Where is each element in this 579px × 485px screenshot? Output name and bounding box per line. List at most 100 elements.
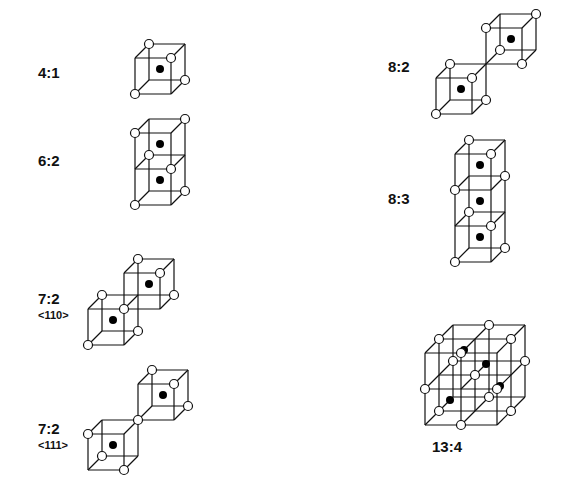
cube-edge: [102, 330, 138, 331]
lattice-atom: [432, 110, 441, 119]
cube-edge: [469, 211, 505, 212]
cube-edge: [439, 374, 475, 375]
interstitial-atom: [457, 85, 465, 93]
cube-edge: [102, 419, 138, 420]
cube-edge: [170, 133, 171, 169]
cube-edge: [521, 28, 522, 64]
cube-edge: [149, 190, 185, 191]
lattice-atom: [482, 96, 491, 105]
cube-edge: [159, 273, 160, 309]
cube-edge: [454, 190, 455, 226]
cube-edge: [468, 140, 469, 176]
cube-edge: [490, 190, 491, 226]
lattice-atom: [131, 201, 140, 210]
lattice-atom: [487, 222, 496, 231]
cube-edge: [137, 259, 138, 295]
cluster-label: 8:3: [388, 190, 410, 207]
cube-edge: [475, 338, 511, 339]
lattice-atom: [181, 76, 190, 85]
lattice-atom: [134, 327, 143, 336]
interstitial-atom: [156, 140, 164, 148]
cube-edge: [101, 295, 102, 331]
cube-edge: [137, 384, 138, 420]
lattice-atom: [468, 74, 477, 83]
cube-edge: [148, 44, 149, 80]
cube-edge: [524, 361, 525, 397]
cube-edge: [425, 352, 461, 353]
cube-edge: [88, 344, 124, 345]
cube-edge: [438, 375, 439, 411]
cube-edge: [184, 44, 185, 80]
cube-edge: [134, 133, 135, 169]
cube-edge: [439, 338, 475, 339]
lattice-atom: [435, 407, 444, 416]
cube-edge: [138, 419, 174, 420]
lattice-atom: [167, 165, 176, 174]
interstitial-atom: [156, 65, 164, 73]
cube-edge: [468, 212, 469, 248]
cube-edge: [474, 375, 475, 411]
cube-edge: [504, 140, 505, 176]
cluster-label: <110>: [38, 309, 69, 321]
cube-edge: [135, 132, 171, 133]
cube-edge: [424, 353, 425, 389]
lattice-atom: [181, 187, 190, 196]
lattice-atom: [501, 244, 510, 253]
lattice-atom: [451, 258, 460, 267]
cube-edge: [173, 384, 174, 420]
cube-edge: [489, 360, 525, 361]
lattice-atom: [521, 357, 530, 366]
lattice-atom: [134, 416, 143, 425]
lattice-atom: [148, 366, 157, 375]
lattice-atom: [170, 291, 179, 300]
lattice-atom: [98, 452, 107, 461]
cube-edge: [524, 325, 525, 361]
lattice-atom: [457, 421, 466, 430]
lattice-atom: [532, 10, 541, 19]
cube-edge: [460, 389, 461, 425]
cube-edge: [138, 258, 174, 259]
lattice-atom: [507, 335, 516, 344]
cube-edge: [149, 79, 185, 80]
cube-edge: [475, 410, 511, 411]
cube-edge: [454, 154, 455, 190]
cluster-label: 4:1: [38, 64, 60, 81]
lattice-atom: [131, 90, 140, 99]
cube-edge: [102, 294, 138, 295]
cube-edge: [489, 396, 525, 397]
cube-edge: [435, 78, 436, 114]
cube-edge: [504, 212, 505, 248]
lattice-atom: [501, 172, 510, 181]
lattice-atom: [457, 349, 466, 358]
cube-edge: [450, 99, 486, 100]
cube-edge: [170, 169, 171, 205]
cube-edge: [486, 27, 522, 28]
cube-edge: [138, 294, 174, 295]
cube-edge: [469, 247, 505, 248]
cube-edge: [87, 434, 88, 470]
cube-edge: [151, 370, 152, 406]
cube-edge: [535, 14, 536, 50]
lattice-atom: [507, 407, 516, 416]
cube-edge: [134, 169, 135, 205]
interstitial-atom: [446, 396, 454, 404]
lattice-atom: [131, 129, 140, 138]
cube-edge: [102, 455, 138, 456]
cube-edge: [452, 361, 453, 397]
cube-edge: [88, 308, 124, 309]
cube-edge: [454, 226, 455, 262]
cube-edge: [474, 339, 475, 375]
cube-edge: [449, 64, 450, 100]
cube-edge: [424, 389, 425, 425]
cube-edge: [87, 309, 88, 345]
cube-edge: [490, 154, 491, 190]
cube-edge: [149, 43, 185, 44]
cube-edge: [88, 469, 124, 470]
cube-edge: [101, 420, 102, 456]
cube-edge: [471, 78, 472, 114]
lattice-atom: [167, 54, 176, 63]
cube-edge: [173, 259, 174, 295]
cube-edge: [425, 424, 461, 425]
cube-edge: [438, 339, 439, 375]
lattice-atom: [184, 402, 193, 411]
